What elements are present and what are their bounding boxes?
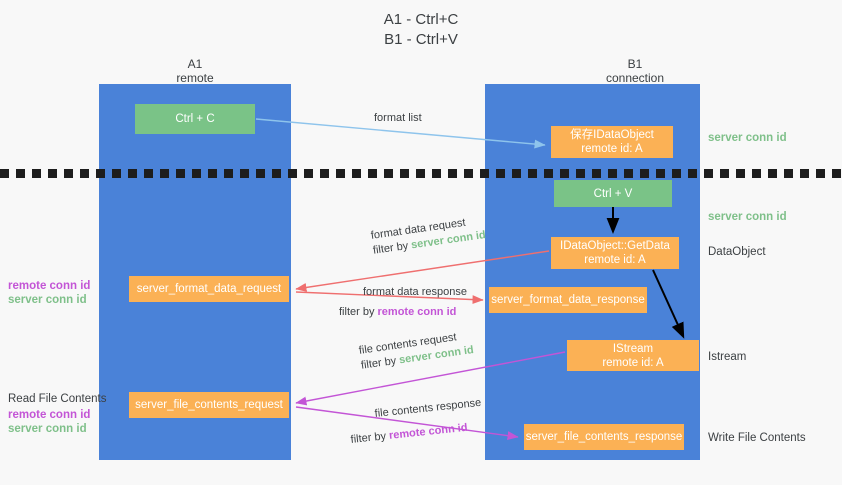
side-label-server-conn-id-top: server conn id xyxy=(708,132,787,144)
node-idataobject-getdata[interactable]: IDataObject::GetData remote id: A xyxy=(551,237,679,269)
node-server-format-data-response-label: server_format_data_response xyxy=(491,294,645,306)
node-getdata-line2: remote id: A xyxy=(584,254,646,266)
edge-label-filter-remote-conn-id-format: filter by remote conn id xyxy=(339,305,456,320)
node-istream-line2: remote id: A xyxy=(602,356,664,369)
edge-label-format-list: format list xyxy=(374,112,422,124)
remote-conn-id-text: remote conn id xyxy=(8,280,91,292)
node-server-file-contents-response-label: server_file_contents_response xyxy=(525,431,683,443)
node-ctrl-c-label: Ctrl + C xyxy=(175,113,215,125)
filter-by-prefix: filter by xyxy=(350,429,390,446)
diagram-title: A1 - Ctrl+C B1 - Ctrl+V xyxy=(0,10,842,50)
node-ctrl-v[interactable]: Ctrl + V xyxy=(554,180,672,207)
node-istream[interactable]: IStream remote id: A xyxy=(567,340,699,371)
node-getdata-line1: IDataObject::GetData xyxy=(560,240,670,252)
node-server-format-data-response[interactable]: server_format_data_response xyxy=(489,287,647,313)
lane-a1-name: A1 xyxy=(187,57,203,71)
side-label-conn-ids-file: remote conn id server conn id xyxy=(8,408,90,436)
edge-label-format-data-request: format data request filter by server con… xyxy=(370,213,487,259)
node-server-file-contents-request[interactable]: server_file_contents_request xyxy=(129,392,289,418)
remote-conn-id-text: remote conn id xyxy=(388,421,469,442)
node-save-idataobject[interactable]: 保存IDataObject remote id: A xyxy=(551,126,673,158)
edge-label-format-data-response: format data response xyxy=(363,286,467,298)
node-istream-line1: IStream xyxy=(612,342,654,355)
remote-conn-id-text: remote conn id xyxy=(8,409,91,421)
edge-label-file-contents-response: file contents response xyxy=(374,396,482,420)
server-conn-id-text: server conn id xyxy=(8,294,87,306)
node-server-format-data-request[interactable]: server_format_data_request xyxy=(129,276,289,302)
side-label-server-conn-id-mid: server conn id xyxy=(708,211,787,223)
node-ctrl-c[interactable]: Ctrl + C xyxy=(135,104,255,134)
node-server-format-data-request-label: server_format_data_request xyxy=(136,283,282,295)
lane-a1-subtitle: remote xyxy=(176,71,214,85)
filter-by-prefix: filter by xyxy=(360,354,401,372)
filter-by-prefix: filter by xyxy=(372,239,413,257)
remote-conn-id-text: remote conn id xyxy=(377,306,457,318)
side-label-istream: Istream xyxy=(708,351,747,363)
side-label-read-file-contents: Read File Contents xyxy=(8,393,107,405)
side-label-dataobject: DataObject xyxy=(708,246,766,258)
title-line-2: B1 - Ctrl+V xyxy=(384,31,458,48)
lane-b1-name: B1 xyxy=(627,57,643,71)
server-conn-id-text: server conn id xyxy=(8,423,87,435)
node-save-idataobject-line1: 保存IDataObject xyxy=(570,129,654,141)
side-label-conn-ids-format: remote conn id server conn id xyxy=(8,279,90,307)
node-ctrl-v-label: Ctrl + V xyxy=(593,187,633,200)
lane-b1-subtitle: connection xyxy=(605,71,665,85)
edge-label-filter-remote-conn-id-file: filter by remote conn id xyxy=(350,421,468,448)
separator-dashed-line xyxy=(0,168,842,178)
lane-header-a1: A1 remote xyxy=(120,57,270,85)
node-server-file-contents-request-label: server_file_contents_request xyxy=(135,399,283,411)
node-server-file-contents-response[interactable]: server_file_contents_response xyxy=(524,424,684,450)
title-line-1: A1 - Ctrl+C xyxy=(383,11,459,28)
filter-by-prefix: filter by xyxy=(339,306,378,318)
side-label-write-file-contents: Write File Contents xyxy=(708,432,806,444)
node-save-idataobject-line2: remote id: A xyxy=(581,143,643,155)
lane-header-b1: B1 connection xyxy=(555,57,715,85)
edge-label-file-contents-request: file contents request filter by server c… xyxy=(358,328,475,374)
